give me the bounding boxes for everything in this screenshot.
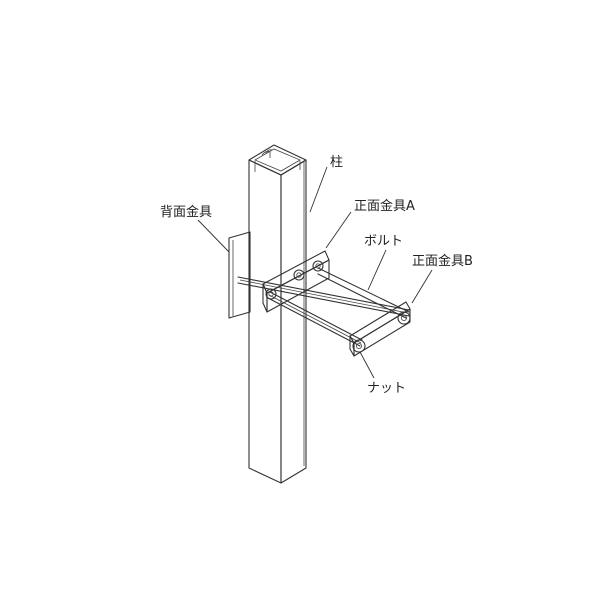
leader-nut bbox=[359, 351, 375, 379]
label-bolt: ボルト bbox=[364, 234, 403, 249]
leader-front-bracket-a bbox=[325, 211, 352, 249]
leader-front-bracket-b bbox=[411, 269, 433, 304]
labels: 柱 背面金具 正面金具A ボルト 正面金具B ナット bbox=[160, 155, 473, 396]
label-back-bracket: 背面金具 bbox=[160, 204, 212, 220]
nut-a-right bbox=[312, 260, 324, 272]
label-nut: ナット bbox=[367, 381, 406, 396]
front-bracket-a bbox=[262, 250, 330, 313]
front-bracket-b bbox=[349, 301, 411, 357]
pillar bbox=[248, 144, 307, 484]
bolt-upper bbox=[237, 276, 410, 317]
nut-b-right bbox=[397, 311, 411, 325]
leader-pillar bbox=[309, 166, 328, 213]
label-front-bracket-b: 正面金具B bbox=[412, 253, 473, 269]
leader-lines bbox=[197, 166, 433, 379]
bolts bbox=[237, 267, 410, 347]
nut-a-mid bbox=[293, 269, 305, 281]
bolt-lower bbox=[267, 291, 363, 347]
label-front-bracket-a: 正面金具A bbox=[354, 198, 415, 214]
back-bracket bbox=[228, 231, 251, 319]
label-pillar: 柱 bbox=[330, 155, 343, 170]
nut-b-left bbox=[352, 339, 366, 353]
nut-a-left bbox=[265, 288, 277, 300]
leader-back-bracket bbox=[197, 219, 230, 253]
leader-bolt bbox=[367, 249, 387, 291]
